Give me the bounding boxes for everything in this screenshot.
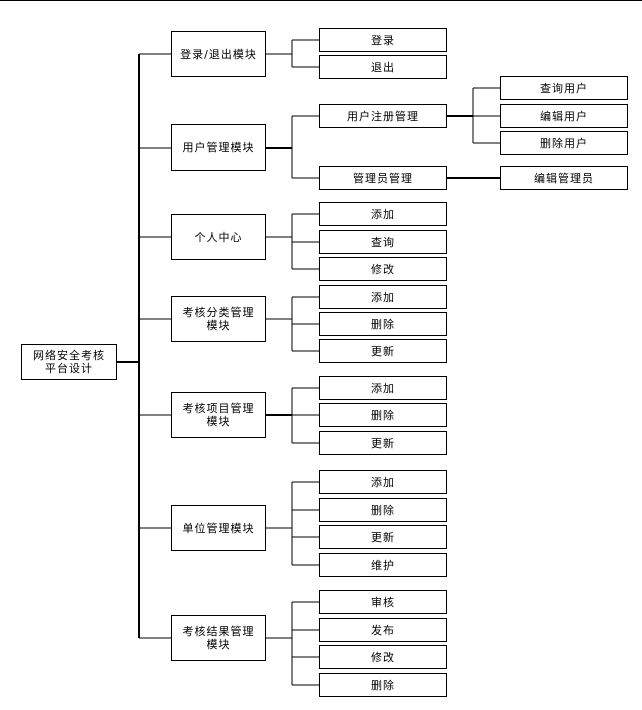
module-label: 单位管理模块: [182, 521, 255, 535]
root-node: 网络安全考核平台设计: [21, 344, 117, 380]
node-result-publish: 发布: [319, 618, 447, 642]
module-label: 登录/退出模块: [180, 47, 257, 61]
node-personal-query: 查询: [319, 230, 447, 254]
node-label: 更新: [371, 530, 395, 544]
node-label: 删除用户: [540, 136, 588, 150]
node-unit-maintain: 维护: [319, 553, 447, 577]
module-label: 个人中心: [194, 230, 243, 244]
node-label: 用户注册管理: [347, 109, 419, 123]
module-login: 登录/退出模块: [171, 31, 266, 77]
node-label: 删除: [371, 408, 395, 422]
node-admin-management: 管理员管理: [319, 166, 447, 190]
node-project-add: 添加: [319, 376, 447, 400]
top-rule: [0, 0, 642, 1]
node-category-delete: 删除: [319, 312, 447, 336]
node-category-update: 更新: [319, 339, 447, 363]
node-result-review: 审核: [319, 590, 447, 614]
node-logout: 退出: [319, 55, 447, 79]
node-label: 修改: [371, 262, 395, 276]
node-label: 维护: [371, 558, 395, 572]
module-unit: 单位管理模块: [171, 505, 266, 551]
node-delete-user: 删除用户: [500, 131, 628, 155]
node-label: 更新: [371, 344, 395, 358]
node-label: 编辑用户: [540, 109, 588, 123]
node-label: 删除: [371, 678, 395, 692]
node-project-delete: 删除: [319, 403, 447, 427]
node-label: 编辑管理员: [534, 171, 594, 185]
node-label: 发布: [371, 623, 395, 637]
node-result-delete: 删除: [319, 673, 447, 697]
node-user-registration: 用户注册管理: [319, 104, 447, 128]
module-assessment-project: 考核项目管理模块: [171, 392, 266, 438]
node-category-add: 添加: [319, 285, 447, 309]
node-unit-add: 添加: [319, 470, 447, 494]
node-label: 审核: [371, 595, 395, 609]
node-personal-add: 添加: [319, 202, 447, 226]
node-label: 修改: [371, 650, 395, 664]
node-label: 退出: [371, 60, 395, 74]
node-unit-update: 更新: [319, 525, 447, 549]
node-result-modify: 修改: [319, 645, 447, 669]
root-label: 网络安全考核平台设计: [33, 349, 105, 375]
node-label: 添加: [371, 290, 395, 304]
node-label: 删除: [371, 317, 395, 331]
node-login: 登录: [319, 28, 447, 52]
node-label: 添加: [371, 381, 395, 395]
node-label: 登录: [371, 33, 395, 47]
module-label: 用户管理模块: [182, 141, 255, 154]
node-label: 添加: [371, 207, 395, 221]
module-label: 考核项目管理模块: [182, 402, 255, 428]
node-unit-delete: 删除: [319, 498, 447, 522]
node-label: 管理员管理: [353, 171, 413, 185]
node-label: 查询用户: [540, 81, 588, 95]
module-assessment-result: 考核结果管理模块: [171, 615, 266, 661]
module-assessment-category: 考核分类管理模块: [171, 296, 266, 342]
node-personal-modify: 修改: [319, 257, 447, 281]
node-label: 添加: [371, 475, 395, 489]
node-label: 更新: [371, 436, 395, 450]
module-user: 用户管理模块: [171, 124, 266, 171]
module-label: 考核结果管理模块: [182, 625, 255, 651]
node-label: 删除: [371, 503, 395, 517]
node-query-user: 查询用户: [500, 76, 628, 100]
node-label: 查询: [371, 235, 395, 249]
node-edit-user: 编辑用户: [500, 104, 628, 128]
node-edit-admin: 编辑管理员: [500, 166, 628, 190]
node-project-update: 更新: [319, 431, 447, 455]
module-label: 考核分类管理模块: [182, 306, 255, 332]
module-personal-center: 个人中心: [171, 214, 266, 260]
